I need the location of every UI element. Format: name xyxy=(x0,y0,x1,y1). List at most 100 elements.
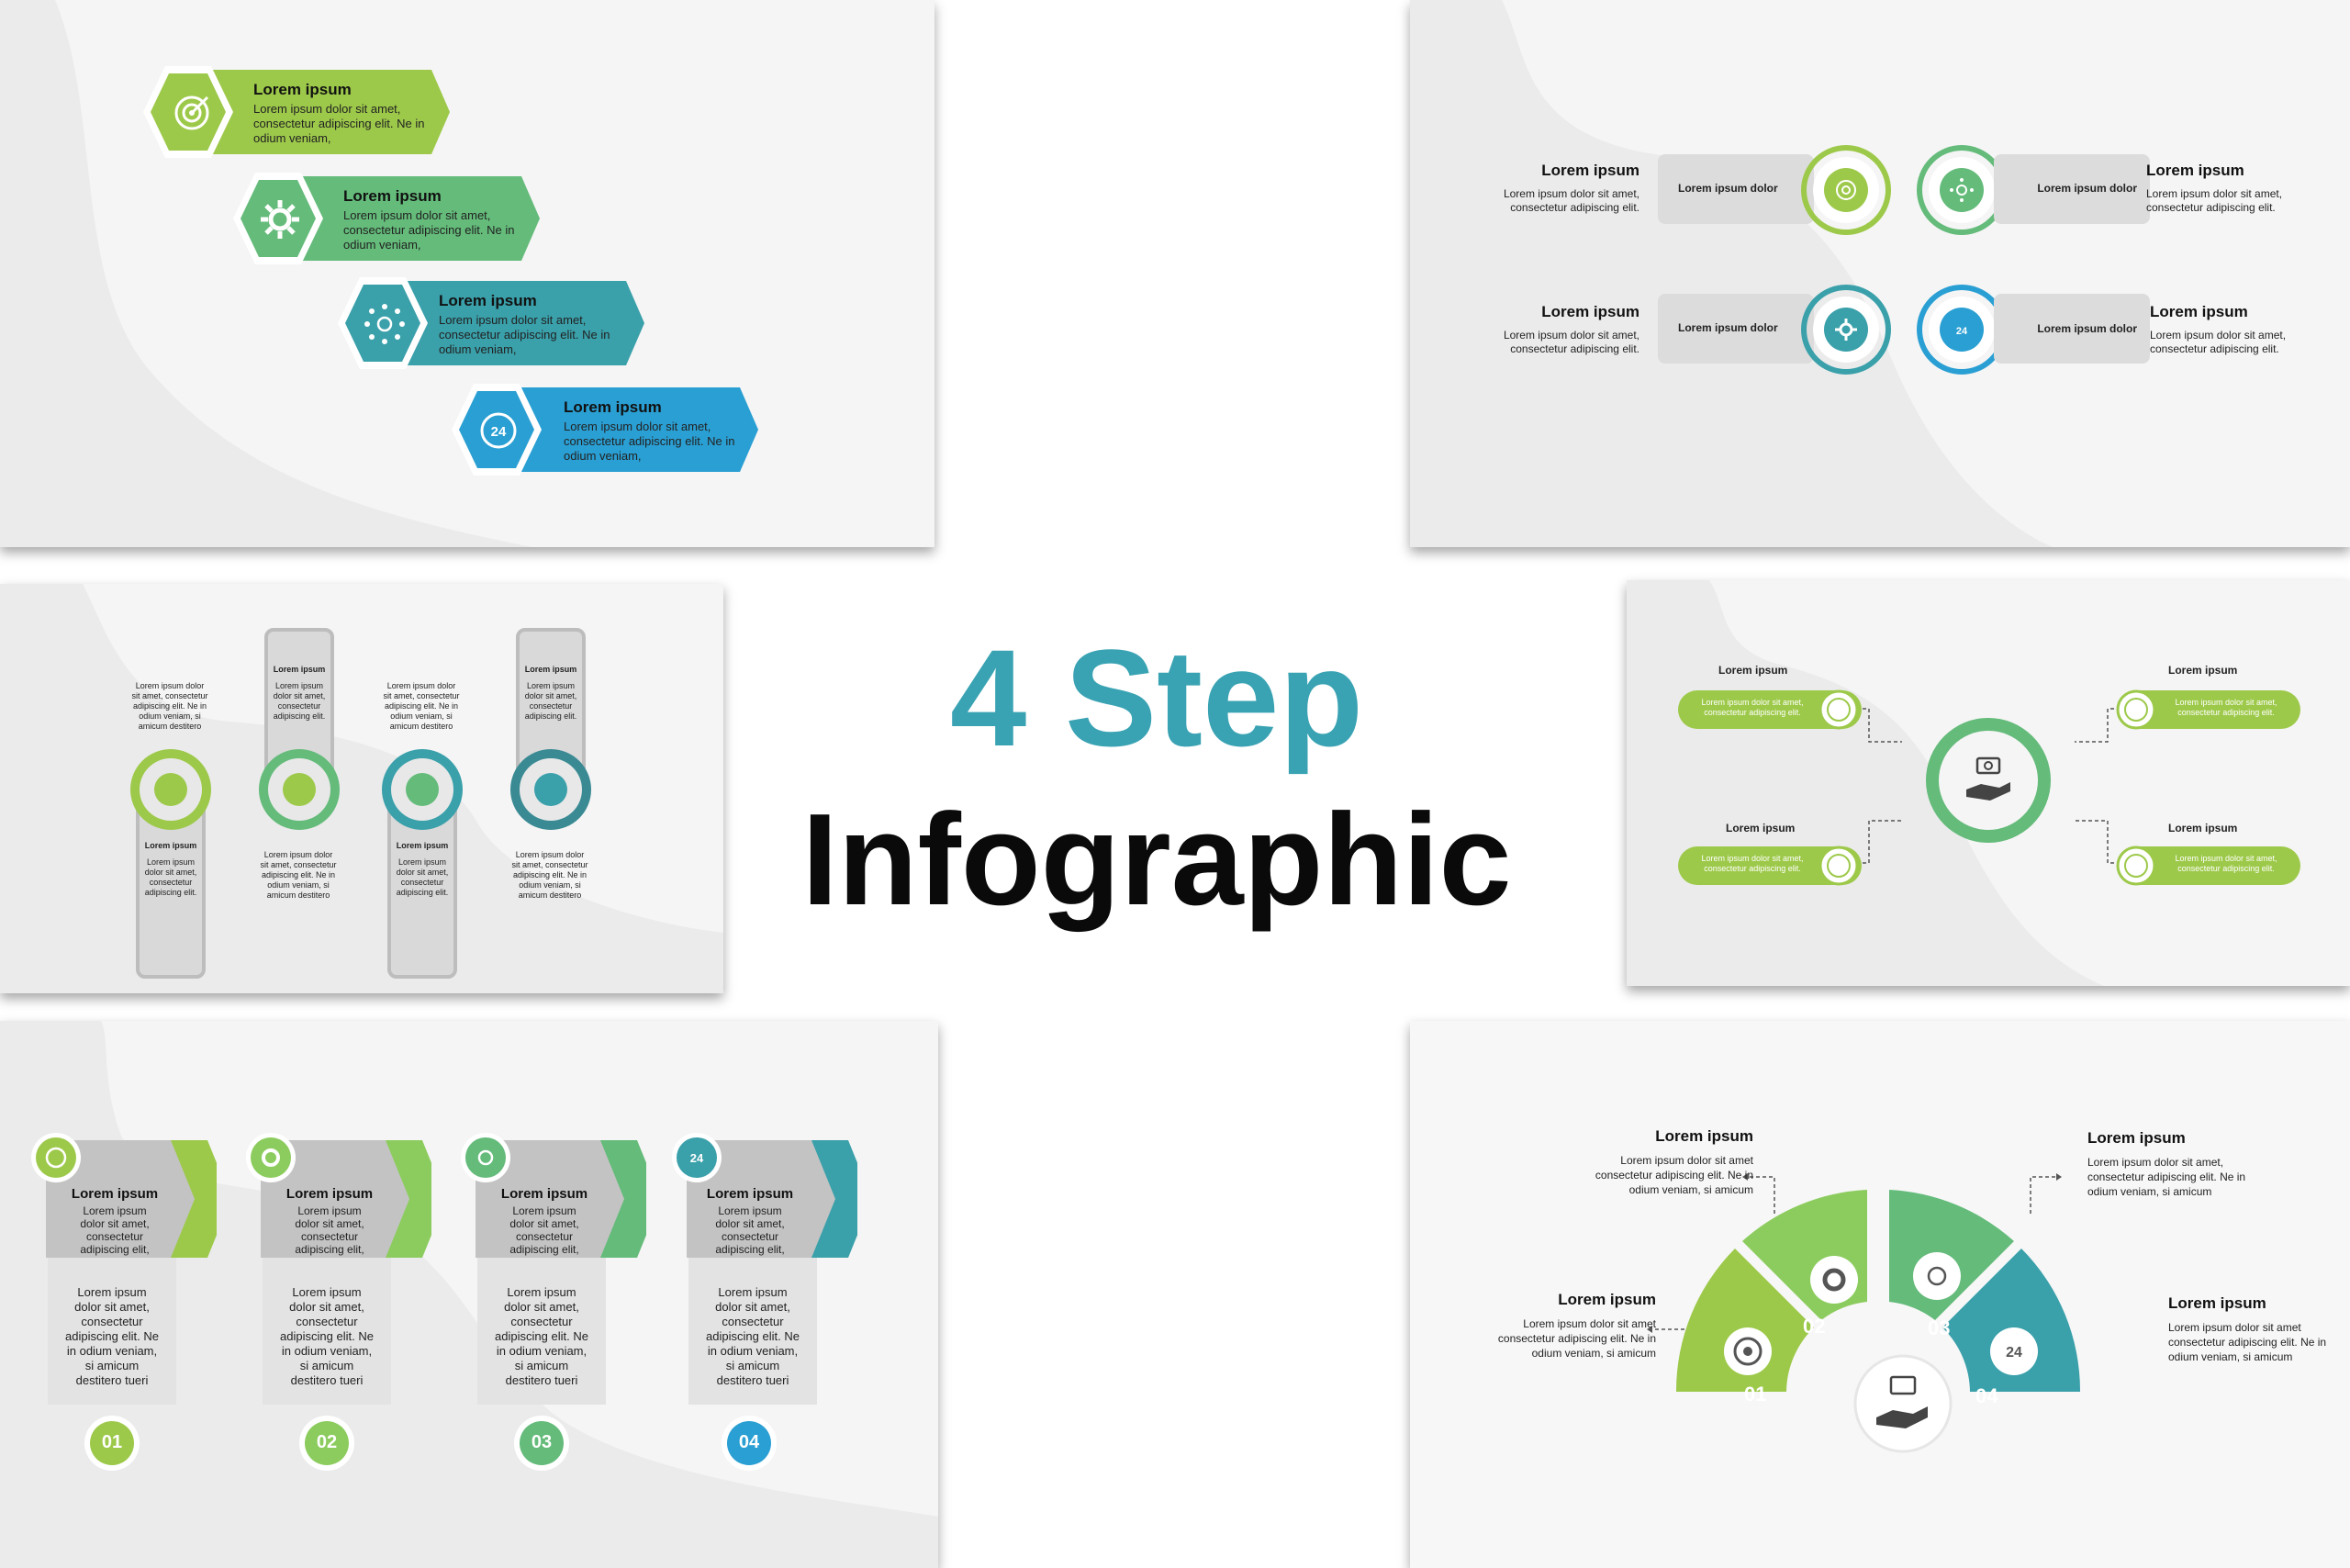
segment-2-number: 02 xyxy=(1803,1315,1826,1338)
col-4-text-5: amicum destitero xyxy=(518,890,582,900)
gears-icon xyxy=(1835,319,1857,341)
segment-4-icon: 24 xyxy=(1990,1327,2038,1375)
column-2-head-2: dolor sit amet, xyxy=(295,1217,364,1230)
col-3-card-body-3: consectetur xyxy=(400,878,444,887)
slide-background xyxy=(1410,0,2053,547)
hub-label-1: Lorem ipsum xyxy=(1718,664,1788,677)
headline-line-1: 4 Step xyxy=(949,621,1364,775)
col-4-card-body-1: Lorem ipsum xyxy=(526,681,576,690)
step-banner-3 xyxy=(338,277,644,369)
column-2-head-3: consectetur xyxy=(300,1230,359,1243)
segment-1-number: 01 xyxy=(1744,1383,1767,1406)
slide-preview-hexagon-steps[interactable]: Lorem ipsum Lorem ipsum dolor sit amet, … xyxy=(0,0,934,547)
col-1-text-3: adipiscing elit. Ne in xyxy=(132,701,207,711)
step-3-body-2: consectetur adipiscing elit. Ne in xyxy=(439,328,610,342)
col-2-card-body-4: adipiscing elit. xyxy=(273,711,326,721)
column-3-body-2: dolor sit amet, xyxy=(504,1300,579,1314)
column-3-shape xyxy=(476,1140,646,1405)
column-3-body-5: in odium veniam, xyxy=(496,1344,588,1358)
step-banner-4 xyxy=(452,384,758,476)
step-3-body-3: odium veniam, xyxy=(439,342,517,356)
col-1-card-body-1: Lorem ipsum xyxy=(146,857,196,867)
label-3-body-2: consectetur adipiscing elit. Ne in xyxy=(2087,1170,2246,1183)
step-banner-1 xyxy=(143,66,450,158)
step-banner-2 xyxy=(233,173,540,264)
step-2-body-2: consectetur adipiscing elit. Ne in xyxy=(343,223,515,237)
step-2-body-1: Lorem ipsum dolor sit amet, xyxy=(343,208,491,222)
column-3-body-7: destitero tueri xyxy=(505,1373,578,1387)
step-1-body-1: Lorem ipsum dolor sit amet, xyxy=(253,102,401,116)
hub-pill-2-line-1: Lorem ipsum dolor sit amet, xyxy=(2175,698,2277,707)
hub-label-2: Lorem ipsum xyxy=(2168,664,2238,677)
step-4-body-3: odium veniam, xyxy=(564,449,642,463)
column-3-body-4: adipiscing elit. Ne xyxy=(495,1329,588,1343)
item-4-pill xyxy=(1994,294,2150,364)
step-3-title: Lorem ipsum xyxy=(439,292,537,309)
step-2-body-3: odium veniam, xyxy=(343,238,421,252)
col-2-card-title: Lorem ipsum xyxy=(273,665,326,674)
slide-preview-numbered-columns[interactable]: Lorem ipsum Lorem ipsum dolor sit amet, … xyxy=(0,1021,938,1568)
col-4-text-2: sit amet, consectetur xyxy=(511,860,588,869)
support-24-icon: 24 xyxy=(480,412,517,449)
label-3-body-3: odium veniam, si amicum xyxy=(2087,1185,2212,1198)
slide-preview-vertical-cards[interactable]: Lorem ipsum dolor sit amet, consectetur … xyxy=(0,584,723,993)
step-1-body-2: consectetur adipiscing elit. Ne in xyxy=(253,117,425,130)
column-4-body-1: Lorem ipsum xyxy=(718,1285,788,1299)
column-1-title: Lorem ipsum xyxy=(71,1186,159,1202)
slide-background xyxy=(0,584,723,993)
item-1-body-2: consectetur adipiscing elit. xyxy=(1510,201,1639,214)
column-3-body-6: si amicum xyxy=(514,1359,569,1372)
hub-pill-3-line-2: consectetur adipiscing elit. xyxy=(1704,864,1801,873)
hub-pill-2-line-2: consectetur adipiscing elit. xyxy=(2177,708,2275,717)
item-1-pill xyxy=(1658,154,1814,224)
hub-pill-4-badge xyxy=(2116,846,2156,886)
slide-preview-pill-circles[interactable]: Lorem ipsum Lorem ipsum dolor sit amet, … xyxy=(1410,0,2350,547)
label-4-body-3: odium veniam, si amicum xyxy=(2168,1350,2293,1363)
column-1-body-7: destitero tueri xyxy=(75,1373,149,1387)
label-4-body-1: Lorem ipsum dolor sit amet xyxy=(2168,1321,2301,1334)
column-4-shape xyxy=(687,1140,857,1405)
label-4-body-2: consectetur adipiscing elit. Ne in xyxy=(2168,1336,2327,1349)
col-3-card-body-2: dolor sit amet, xyxy=(396,868,449,877)
center-money-hand-icon xyxy=(1853,1354,1953,1453)
item-4-body-2: consectetur adipiscing elit. xyxy=(2150,342,2279,355)
col-4-text-4: odium veniam, si xyxy=(519,880,581,890)
column-4-number-badge xyxy=(722,1416,777,1471)
item-3-title: Lorem ipsum xyxy=(1541,303,1639,320)
column-1-body-5: in odium veniam, xyxy=(66,1344,158,1358)
money-hand-icon xyxy=(1966,756,2010,801)
col-4-text-1: Lorem ipsum dolor xyxy=(515,850,585,859)
col-1-text-1: Lorem ipsum dolor xyxy=(135,681,205,690)
item-1-body-1: Lorem ipsum dolor sit amet, xyxy=(1503,187,1639,200)
step-4-body-1: Lorem ipsum dolor sit amet, xyxy=(564,420,711,433)
column-2-head-4: adipiscing elit, xyxy=(295,1243,364,1256)
column-4-body-2: dolor sit amet, xyxy=(715,1300,790,1314)
col-2-card-body-1: Lorem ipsum xyxy=(274,681,324,690)
column-3-head-1: Lorem ipsum xyxy=(512,1204,576,1217)
slide-preview-semicircle[interactable]: 01 02 03 04 24 Lorem ipsum Lorem ipsum d… xyxy=(1410,1021,2350,1568)
column-3-icon-badge xyxy=(461,1133,510,1182)
step-2-title: Lorem ipsum xyxy=(343,187,442,205)
semicircle-chart xyxy=(1676,1190,2080,1392)
step-1-title: Lorem ipsum xyxy=(253,81,352,98)
label-2-title: Lorem ipsum xyxy=(1655,1127,1753,1145)
column-1-head-1: Lorem ipsum xyxy=(83,1204,147,1217)
step-4-title: Lorem ipsum xyxy=(564,398,662,416)
col-1-text-2: sit amet, consectetur xyxy=(131,691,208,700)
label-2-body-3: odium veniam, si amicum xyxy=(1628,1183,1753,1196)
col-2-text-5: amicum destitero xyxy=(266,890,330,900)
headline-line-2: Infographic xyxy=(801,787,1512,933)
svg-text:24: 24 xyxy=(2006,1345,2022,1361)
column-1-body-3: consectetur xyxy=(81,1315,143,1328)
column-4-body-4: adipiscing elit. Ne xyxy=(706,1329,800,1343)
slide-background xyxy=(0,0,532,547)
column-4-head-3: consectetur xyxy=(721,1230,779,1243)
item-2-ring xyxy=(1917,145,2007,235)
column-2-body-2: dolor sit amet, xyxy=(289,1300,364,1314)
hub-pill-4-line-2: consectetur adipiscing elit. xyxy=(2177,864,2275,873)
segment-3-icon xyxy=(1913,1252,1961,1300)
slide-preview-hub-diagram[interactable]: Lorem ipsum Lorem ipsum dolor sit amet, … xyxy=(1627,580,2350,986)
hub-pill-3-line-1: Lorem ipsum dolor sit amet, xyxy=(1701,854,1804,863)
column-4-body-6: si amicum xyxy=(725,1359,780,1372)
item-4-pill-label: Lorem ipsum dolor xyxy=(2037,322,2137,335)
